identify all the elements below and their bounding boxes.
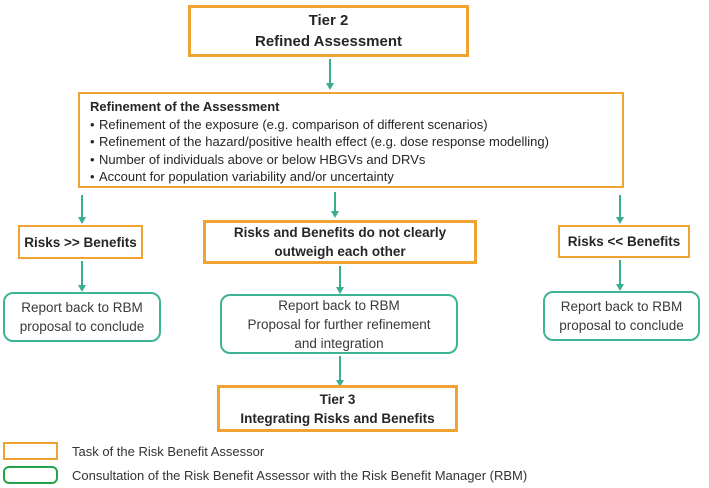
outcome-left-label: Risks >> Benefits bbox=[24, 234, 137, 250]
tier3-box: Tier 3 Integrating Risks and Benefits bbox=[217, 385, 458, 432]
outcome-no-clear-outweigh-box: Risks and Benefits do not clearly outwei… bbox=[203, 220, 477, 264]
report-right-box: Report back to RBM proposal to conclude bbox=[543, 291, 700, 341]
report-left-line2: proposal to conclude bbox=[19, 319, 145, 334]
legend-consultation-swatch bbox=[3, 466, 58, 484]
legend-task-label: Task of the Risk Benefit Assessor bbox=[72, 443, 265, 459]
outcome-benefits-exceed-risks-box: Risks << Benefits bbox=[558, 225, 690, 258]
report-middle-line3: and integration bbox=[294, 335, 384, 351]
legend-consultation-label: Consultation of the Risk Benefit Assesso… bbox=[72, 467, 528, 483]
refinement-bullet: Account for population variability and/o… bbox=[90, 168, 549, 186]
report-middle-line1: Report back to RBM bbox=[278, 297, 400, 313]
arrow-middle-outcome-to-report bbox=[335, 266, 344, 294]
refinement-bullet: Refinement of the exposure (e.g. compari… bbox=[90, 116, 549, 134]
tier3-line2: Integrating Risks and Benefits bbox=[240, 410, 435, 426]
arrow-tier2-to-refinement bbox=[325, 59, 334, 90]
report-left-box: Report back to RBM proposal to conclude bbox=[3, 292, 161, 342]
refinement-bullet-list: Refinement of the exposure (e.g. compari… bbox=[90, 116, 549, 186]
outcome-middle-line2: outweigh each other bbox=[274, 244, 406, 259]
refinement-bullet: Refinement of the hazard/positive health… bbox=[90, 133, 549, 151]
arrow-refinement-to-middle-outcome bbox=[330, 192, 339, 218]
report-left-line1: Report back to RBM bbox=[21, 300, 143, 315]
refinement-box: Refinement of the Assessment Refinement … bbox=[78, 92, 624, 188]
arrow-refinement-to-left-outcome bbox=[77, 195, 86, 224]
tier2-line1: Tier 2 bbox=[308, 12, 349, 29]
report-right-line2: proposal to conclude bbox=[559, 318, 684, 333]
arrow-report-to-tier3 bbox=[335, 356, 344, 387]
tier3-line1: Tier 3 bbox=[319, 391, 356, 407]
outcome-right-label: Risks << Benefits bbox=[567, 234, 681, 249]
outcome-middle-line1: Risks and Benefits do not clearly bbox=[233, 225, 447, 240]
arrow-left-outcome-to-report bbox=[77, 261, 86, 292]
refinement-bullet: Number of individuals above or below HBG… bbox=[90, 151, 549, 169]
outcome-risks-exceed-benefits-box: Risks >> Benefits bbox=[18, 225, 143, 259]
refinement-heading: Refinement of the Assessment bbox=[90, 99, 280, 114]
report-middle-line2: Proposal for further refinement bbox=[247, 316, 431, 332]
arrow-right-outcome-to-report bbox=[615, 260, 624, 291]
tier2-line2: Refined Assessment bbox=[255, 33, 402, 50]
arrow-refinement-to-right-outcome bbox=[615, 195, 624, 224]
tier2-box: Tier 2 Refined Assessment bbox=[188, 5, 469, 57]
report-right-line1: Report back to RBM bbox=[560, 299, 683, 314]
report-middle-box: Report back to RBM Proposal for further … bbox=[220, 294, 458, 354]
legend-task-swatch bbox=[3, 442, 58, 460]
